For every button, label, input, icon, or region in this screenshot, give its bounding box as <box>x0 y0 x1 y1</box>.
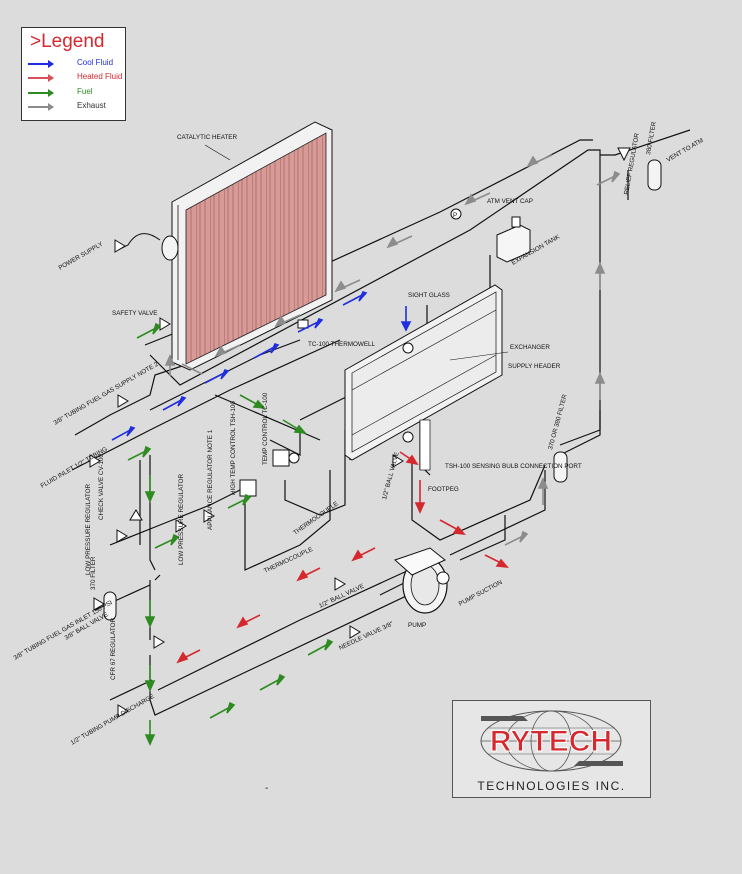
expansion-tank <box>496 216 531 263</box>
legend-item-exhaust: Exhaust <box>28 101 124 113</box>
legend-item-label: Fuel <box>77 87 93 96</box>
label-ball-valve-1: 1/2" BALL VALVE <box>381 451 400 500</box>
legend-item-fuel: Fuel <box>28 87 124 99</box>
label-pump-discharge: 1/2" TUBING PUMP DISCHARGE <box>70 693 156 747</box>
label-high-temp-control: HIGH TEMP CONTROL TSH-100 <box>230 401 237 495</box>
fuel-arrow-icon <box>28 89 54 97</box>
label-temp-control: TEMP CONTROL TC-100 <box>262 392 269 465</box>
logo-wordmark: RYTECH <box>490 725 612 758</box>
label-low-pressure-regulator: LOW PRESSURE REGULATOR <box>85 483 92 575</box>
pump <box>394 547 450 614</box>
label-sight-glass: SIGHT GLASS <box>408 292 450 299</box>
label-tsh-sensing: TSH-100 SENSING BULB CONNECTION PORT <box>445 463 582 470</box>
label-filter-370: 370 FILTER <box>90 556 97 590</box>
footnote-mark: - <box>265 783 269 794</box>
filters <box>103 159 662 621</box>
label-tc-thermowell: TC-100 THERMOWELL <box>308 341 376 348</box>
label-footpeg: FOOTPEG <box>428 486 459 493</box>
label-vent-to-atm: VENT TO ATM <box>666 137 705 164</box>
flow-arrows <box>111 154 621 746</box>
legend-title: >Legend <box>30 31 105 52</box>
label-filter-380: 380 FILTER <box>645 121 658 156</box>
gauge-label: P <box>453 212 457 219</box>
label-pump: PUMP <box>408 622 426 629</box>
exhaust-arrow-icon <box>28 103 54 111</box>
label-filter-370-380: 370 OR 380 FILTER <box>547 393 569 450</box>
legend-item-label: Exhaust <box>77 101 106 110</box>
label-needle-valve: NEEDLE VALVE 3/8" <box>338 621 394 652</box>
logo-subtitle: TECHNOLOGIES INC. <box>477 779 626 793</box>
label-pump-suction: PUMP SUCTION <box>458 579 504 608</box>
label-exchanger: EXCHANGER <box>510 344 550 351</box>
globe-logo-icon: RYTECH <box>480 710 623 772</box>
label-atm-vent-cap: ATM VENT CAP <box>487 198 533 205</box>
heated-fluid-arrow-icon <box>28 74 54 82</box>
exchanger <box>344 284 503 471</box>
cool-fluid-arrow-icon <box>28 60 54 68</box>
legend: >Legend Cool Fluid Heated Fluid Fuel Exh… <box>21 27 126 121</box>
label-safety-valve: SAFETY VALVE <box>112 310 158 317</box>
label-fuel-gas-inlet: 3/8" TUBING FUEL GAS INLET 150 PSI <box>13 599 114 662</box>
label-check-valve: CHECK VALVE CV-100 <box>98 454 105 520</box>
valves <box>89 147 631 718</box>
legend-item-cool-fluid: Cool Fluid <box>28 58 124 70</box>
label-low-pressure-regulator-2: LOW PRESSURE REGULATOR <box>178 473 185 565</box>
label-relief-regulator: RELIEF REGULATOR <box>623 132 641 195</box>
legend-item-heated-fluid: Heated Fluid <box>28 72 124 84</box>
legend-item-label: Heated Fluid <box>77 72 123 81</box>
pressure-gauges: P <box>288 208 462 464</box>
catalytic-heater <box>117 121 333 371</box>
label-catalytic-heater: CATALYTIC HEATER <box>177 134 238 141</box>
label-supply-header: SUPPLY HEADER <box>508 363 561 370</box>
label-power-supply: POWER SUPPLY <box>58 240 105 271</box>
legend-item-label: Cool Fluid <box>77 58 114 67</box>
label-ball-valve-2: 1/2" BALL VALVE <box>318 583 365 610</box>
label-cfr-regulator: CFR 67 REGULATOR <box>110 617 117 680</box>
rytech-logo: RYTECH TECHNOLOGIES INC. <box>452 700 651 798</box>
label-appliance-regulator: APPLIANCE REGULATOR NOTE 1 <box>207 429 214 530</box>
